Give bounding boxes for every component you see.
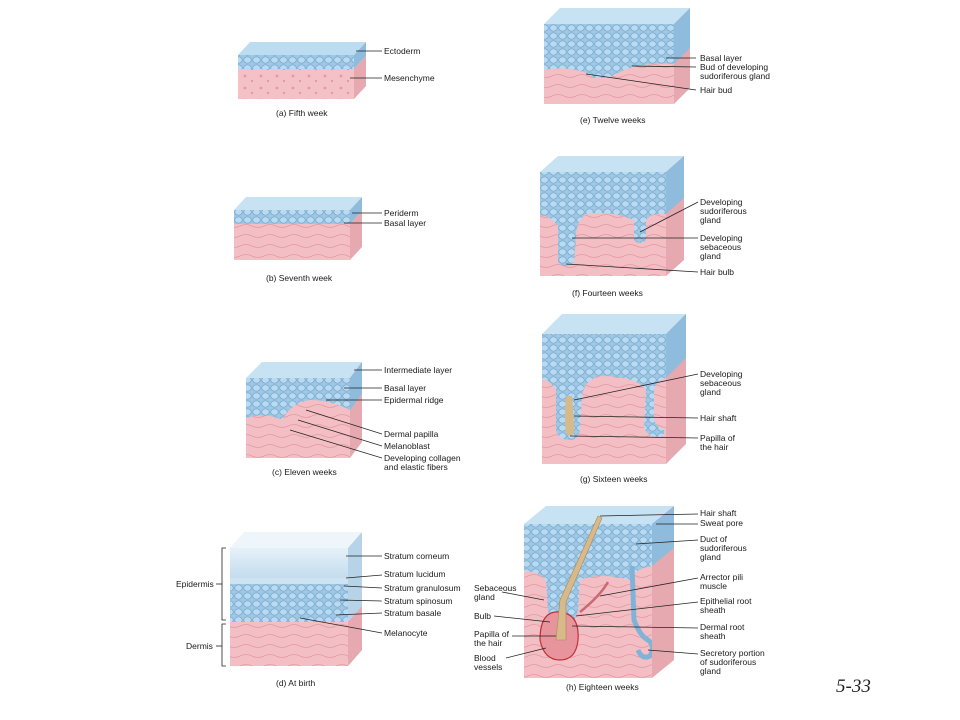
mesenchyme-front (238, 69, 354, 99)
label-duct-of: Duct of (700, 534, 728, 544)
label-blood: Blood (474, 653, 496, 663)
label-dermal-root: Dermal root (700, 622, 745, 632)
label-bud-developing: Bud of developing (700, 62, 768, 72)
label-epidermis: Epidermis (176, 579, 214, 589)
label-gland-g: gland (700, 387, 721, 397)
label-hair-shaft-g: Hair shaft (700, 413, 737, 423)
arrector-pili (579, 581, 610, 613)
label-the-hair-h: the hair (474, 638, 503, 648)
dermis-front (234, 224, 350, 260)
label-sudoriferous-h: sudoriferous (700, 543, 747, 553)
label-the-hair-g: the hair (700, 442, 729, 452)
page-number: 5-33 (836, 676, 871, 697)
label-epithelial-root: Epithelial root (700, 596, 752, 606)
label-papilla-of-h: Papilla of (474, 629, 510, 639)
caption-g: (g) Sixteen weeks (580, 474, 648, 484)
label-dermis: Dermis (186, 641, 213, 651)
label-sheath-2: sheath (700, 631, 726, 641)
label-arrector-pili: Arrector pili (700, 572, 743, 582)
label-ectoderm: Ectoderm (384, 46, 420, 56)
caption-d: (d) At birth (276, 678, 315, 688)
label-hair-shaft-h: Hair shaft (700, 508, 737, 518)
label-mesenchyme: Mesenchyme (384, 73, 435, 83)
label-stratum-spinosum: Stratum spinosum (384, 596, 453, 606)
panel-h-eighteen-weeks: Hair shaft Sweat pore Duct of sudorifero… (474, 506, 765, 692)
panel-c-eleven-weeks: Intermediate layer Basal layer Epidermal… (246, 362, 461, 477)
label-gland-h-left: gland (474, 592, 495, 602)
label-papilla-of-g: Papilla of (700, 433, 736, 443)
caption-e: (e) Twelve weeks (580, 115, 646, 125)
label-sheath-1: sheath (700, 605, 726, 615)
label-gland-h1: gland (700, 552, 721, 562)
label-gland-f2: gland (700, 251, 721, 261)
dermis-d (230, 622, 348, 666)
panel-b-seventh-week: Periderm Basal layer (b) Seventh week (234, 197, 426, 283)
label-developing-g: Developing (700, 369, 743, 379)
label-sebaceous-f: sebaceous (700, 242, 741, 252)
epidermis-front (246, 378, 350, 420)
label-sebaceous-g: sebaceous (700, 378, 741, 388)
label-basal-layer-e: Basal layer (700, 53, 742, 63)
panel-g-sixteen-weeks: Developing sebaceous gland Hair shaft Pa… (542, 314, 743, 484)
caption-b: (b) Seventh week (266, 273, 333, 283)
label-stratum-basale: Stratum basale (384, 608, 441, 618)
label-melanoblast: Melanoblast (384, 441, 430, 451)
label-sweat-pore: Sweat pore (700, 518, 743, 528)
label-melanocyte: Melanocyte (384, 628, 428, 638)
label-epidermal-ridge: Epidermal ridge (384, 395, 444, 405)
hair-shaft-h (555, 515, 603, 641)
caption-a: (a) Fifth week (276, 108, 328, 118)
label-sudoriferous-f: sudoriferous (700, 206, 747, 216)
label-gland-f1: gland (700, 215, 721, 225)
label-periderm: Periderm (384, 208, 418, 218)
stratum-corneum (230, 548, 348, 578)
periderm-top (234, 197, 362, 210)
label-dermal-papilla: Dermal papilla (384, 429, 439, 439)
label-muscle: muscle (700, 581, 727, 591)
label-sudoriferous-gland-e: sudoriferous gland (700, 71, 770, 81)
label-stratum-corneum: Stratum corneum (384, 551, 449, 561)
ectoderm-top (238, 42, 366, 55)
label-gland-h2: gland (700, 666, 721, 676)
ectoderm-front (238, 55, 354, 69)
panel-e-twelve-weeks: Basal layer Bud of developing sudorifero… (544, 8, 770, 125)
label-bulb: Bulb (474, 611, 491, 621)
panel-a-fifth-week: Ectoderm Mesenchyme (a) Fifth week (238, 42, 435, 118)
caption-h: (h) Eighteen weeks (566, 682, 639, 692)
epidermis-bracket (221, 547, 226, 621)
stratum-spinosum (230, 584, 348, 622)
label-sebaceous-h: Sebaceous (474, 583, 517, 593)
label-developing-collagen: Developing collagen (384, 453, 461, 463)
panel-f-fourteen-weeks: Developing sudoriferous gland Developing… (540, 156, 747, 298)
caption-c: (c) Eleven weeks (272, 467, 337, 477)
label-developing-f1: Developing (700, 197, 743, 207)
label-hair-bulb: Hair bulb (700, 267, 734, 277)
caption-f: (f) Fourteen weeks (572, 288, 643, 298)
label-stratum-granulosum: Stratum granulosum (384, 583, 461, 593)
label-hair-bud: Hair bud (700, 85, 732, 95)
label-basal-layer-c: Basal layer (384, 383, 426, 393)
hair-shaft-g (565, 396, 574, 436)
dermis-bracket (221, 623, 226, 667)
label-stratum-lucidum: Stratum lucidum (384, 569, 445, 579)
label-vessels: vessels (474, 662, 502, 672)
label-elastic-fibers: and elastic fibers (384, 462, 448, 472)
panel-d-at-birth: Stratum corneum Stratum lucidum Stratum … (176, 532, 461, 688)
label-secretory-portion: Secretory portion (700, 648, 765, 658)
label-intermediate-layer: Intermediate layer (384, 365, 452, 375)
label-basal-layer: Basal layer (384, 218, 426, 228)
label-of-sudoriferous: of sudoriferous (700, 657, 756, 667)
label-developing-f2: Developing (700, 233, 743, 243)
